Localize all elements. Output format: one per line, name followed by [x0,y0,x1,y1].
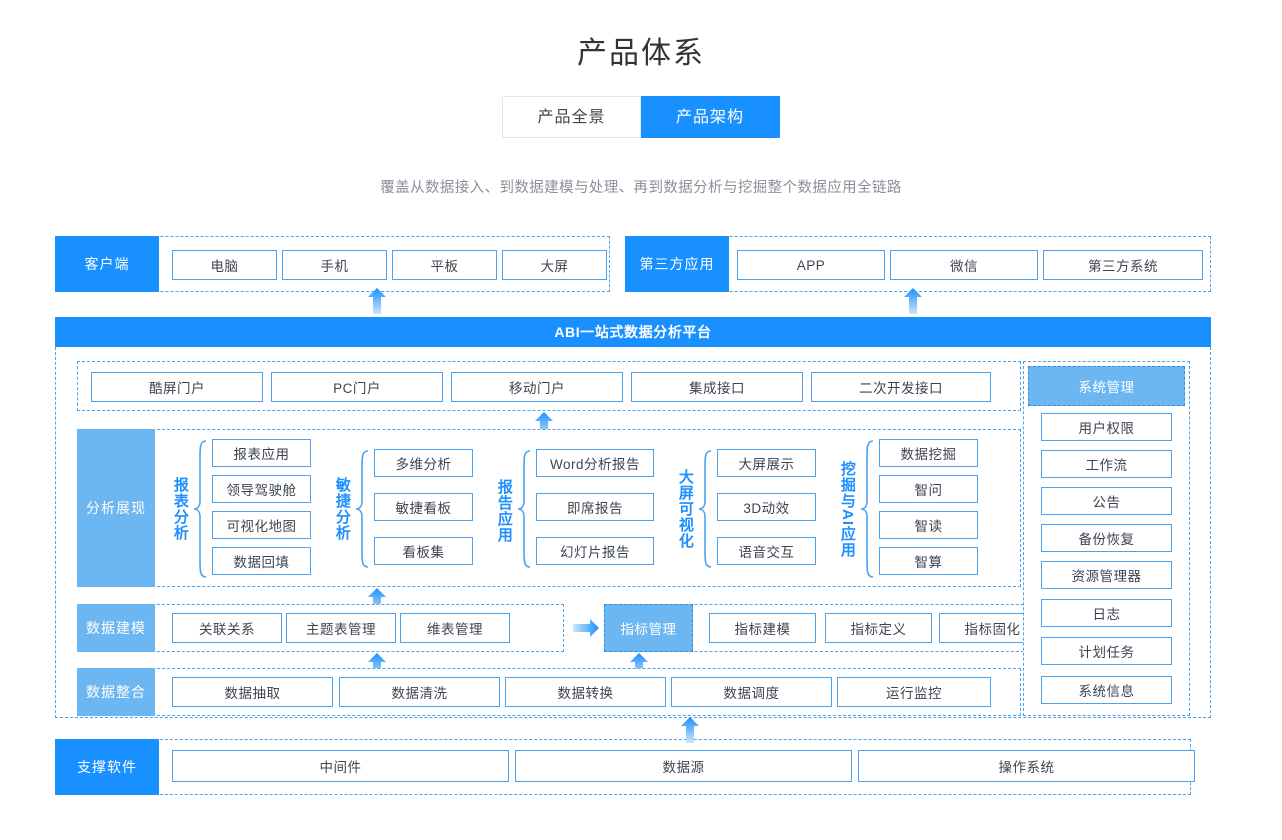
brace-agile-analysis [355,450,369,568]
arrow-up-to-client [368,288,386,314]
client-item-tablet[interactable]: 平板 [392,250,497,280]
analysis-group-label-report-analysis: 报表分析 [171,477,189,541]
analysis-item-smart-ask[interactable]: 智问 [879,475,978,503]
metric-management-block[interactable]: 指标管理 [604,604,693,652]
third-party-item-external-system[interactable]: 第三方系统 [1043,250,1203,280]
support-item-datasource[interactable]: 数据源 [515,750,852,782]
brace-bigscreen-visualization [698,450,712,568]
system-item-log[interactable]: 日志 [1041,599,1172,627]
arrow-up-to-modeling [368,653,386,679]
analysis-item-dashboard-set[interactable]: 看板集 [374,537,473,565]
page-title: 产品体系 [577,37,705,70]
third-party-item-app[interactable]: APP [737,250,885,280]
arrow-up-to-third-party [904,288,922,314]
analysis-item-adhoc-report[interactable]: 即席报告 [536,493,654,521]
analysis-item-smart-read[interactable]: 智读 [879,511,978,539]
analysis-label: 分析展现 [77,429,155,587]
analysis-group-label-agile-analysis: 敏捷分析 [333,477,351,541]
portal-item-secondary-dev-api[interactable]: 二次开发接口 [811,372,991,402]
arrow-right-to-metric [573,619,599,637]
brace-report-analysis [193,440,207,578]
metric-item-modeling[interactable]: 指标建模 [709,613,816,643]
modeling-item-subject-table-mgmt[interactable]: 主题表管理 [286,613,396,643]
portal-item-pc[interactable]: PC门户 [271,372,443,402]
integration-item-runtime-monitor[interactable]: 运行监控 [837,677,991,707]
client-label: 客户端 [55,236,159,292]
system-item-backup-restore[interactable]: 备份恢复 [1041,524,1172,552]
analysis-item-leader-cockpit[interactable]: 领导驾驶舱 [212,475,311,503]
analysis-item-data-backfill[interactable]: 数据回填 [212,547,311,575]
support-label: 支撑软件 [55,739,159,795]
modeling-item-dimension-table-mgmt[interactable]: 维表管理 [400,613,510,643]
tab-product-overview[interactable]: 产品全景 [502,96,641,138]
integration-item-extract[interactable]: 数据抽取 [172,677,333,707]
analysis-item-multidim-analysis[interactable]: 多维分析 [374,449,473,477]
portal-item-integration-api[interactable]: 集成接口 [631,372,803,402]
analysis-item-bigscreen-display[interactable]: 大屏展示 [717,449,816,477]
metric-item-definition[interactable]: 指标定义 [825,613,932,643]
tab-product-architecture[interactable]: 产品架构 [641,96,780,138]
analysis-item-slide-report[interactable]: 幻灯片报告 [536,537,654,565]
integration-item-cleanse[interactable]: 数据清洗 [339,677,500,707]
tab-bar: 产品全景 产品架构 [0,96,1282,138]
client-item-bigscreen[interactable]: 大屏 [502,250,607,280]
third-party-label: 第三方应用 [625,236,729,292]
system-item-resource-manager[interactable]: 资源管理器 [1041,561,1172,589]
page-subtitle: 覆盖从数据接入、到数据建模与处理、再到数据分析与挖掘整个数据应用全链路 [380,180,902,196]
arrow-up-to-portals [535,412,553,438]
analysis-item-data-mining[interactable]: 数据挖掘 [879,439,978,467]
arrow-up-to-analysis [368,588,386,614]
integration-item-transform[interactable]: 数据转换 [505,677,666,707]
system-item-system-info[interactable]: 系统信息 [1041,676,1172,704]
client-item-phone[interactable]: 手机 [282,250,387,280]
analysis-item-word-report[interactable]: Word分析报告 [536,449,654,477]
support-item-operating-system[interactable]: 操作系统 [858,750,1195,782]
portal-item-coolscreen[interactable]: 酷屏门户 [91,372,263,402]
integration-label: 数据整合 [77,668,155,716]
brace-report-application [517,450,531,568]
architecture-diagram: 客户端 电脑 手机 平板 大屏 第三方应用 APP 微信 第三方系统 ABI一站… [55,236,1211,796]
support-item-middleware[interactable]: 中间件 [172,750,509,782]
analysis-item-3d-effects[interactable]: 3D动效 [717,493,816,521]
platform-banner: ABI一站式数据分析平台 [55,317,1211,347]
system-item-announcement[interactable]: 公告 [1041,487,1172,515]
third-party-item-wechat[interactable]: 微信 [890,250,1038,280]
analysis-group-label-mining-ai: 挖掘与AI应用 [838,460,856,558]
analysis-item-agile-dashboard[interactable]: 敏捷看板 [374,493,473,521]
analysis-item-voice-interaction[interactable]: 语音交互 [717,537,816,565]
arrow-up-to-integration [681,717,699,743]
integration-item-schedule[interactable]: 数据调度 [671,677,832,707]
analysis-group-label-report-application: 报告应用 [495,479,513,543]
modeling-label: 数据建模 [77,604,155,652]
client-item-pc[interactable]: 电脑 [172,250,277,280]
arrow-up-to-metric [630,653,648,679]
system-management-label: 系统管理 [1028,366,1185,406]
analysis-item-visual-map[interactable]: 可视化地图 [212,511,311,539]
analysis-item-report-app[interactable]: 报表应用 [212,439,311,467]
analysis-item-smart-compute[interactable]: 智算 [879,547,978,575]
modeling-item-relationship[interactable]: 关联关系 [172,613,282,643]
brace-mining-ai [860,440,874,578]
portal-item-mobile[interactable]: 移动门户 [451,372,623,402]
system-item-user-permission[interactable]: 用户权限 [1041,413,1172,441]
analysis-group-label-bigscreen-visualization: 大屏可视化 [676,469,694,549]
system-item-scheduled-task[interactable]: 计划任务 [1041,637,1172,665]
system-item-workflow[interactable]: 工作流 [1041,450,1172,478]
